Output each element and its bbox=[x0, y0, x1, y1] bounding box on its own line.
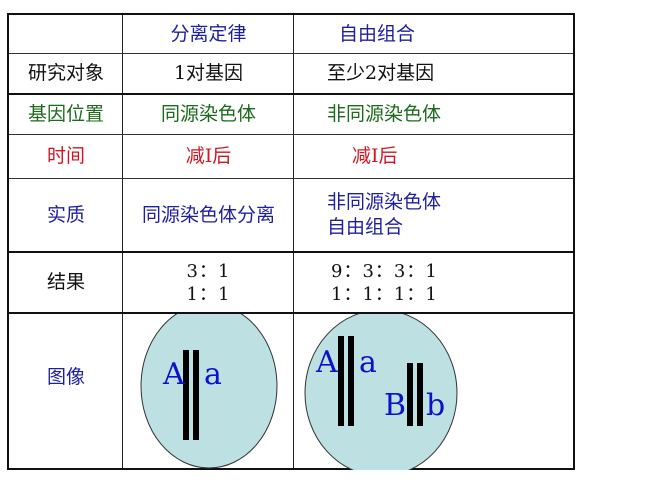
result-ratio-1: 3：1 bbox=[186, 260, 231, 282]
result-ratio-2: 1：1 bbox=[186, 283, 231, 305]
chromosome-bar bbox=[193, 350, 199, 440]
allele-A-label: A bbox=[315, 345, 338, 380]
allele-A-label: A bbox=[162, 357, 185, 392]
cell-result-assortment: 9：3：3：1 1：1：1：1 bbox=[294, 253, 575, 312]
result-ratio-2: 1：1：1：1 bbox=[331, 283, 438, 305]
row-divider bbox=[9, 93, 573, 95]
column-divider bbox=[122, 15, 123, 468]
chromosome-bar bbox=[417, 363, 423, 426]
row-label-essence: 实质 bbox=[46, 203, 85, 226]
row-divider bbox=[9, 134, 573, 135]
row-divider bbox=[9, 53, 573, 54]
row-divider bbox=[9, 178, 573, 179]
row-divider bbox=[9, 312, 573, 314]
cell-gene-location-assortment: 非同源染色体 bbox=[327, 103, 442, 125]
cell-diagram-one-pair: A a bbox=[140, 314, 278, 469]
result-ratio-1: 9：3：3：1 bbox=[331, 260, 438, 282]
row-label-result: 结果 bbox=[46, 271, 85, 293]
row-divider bbox=[9, 251, 573, 253]
cell-research-object-assortment: 至少2对基因 bbox=[327, 62, 435, 84]
essence-line-1: 非同源染色体 bbox=[327, 191, 442, 213]
chromosome-bar bbox=[183, 350, 189, 440]
cell-gene-location-segregation: 同源染色体 bbox=[160, 103, 256, 125]
cell-diagram-two-pairs: A a B b bbox=[304, 314, 458, 470]
row-label-image: 图像 bbox=[46, 365, 85, 388]
cell-result-segregation: 3：1 1：1 bbox=[123, 253, 294, 312]
row-label-gene-location: 基因位置 bbox=[27, 103, 104, 125]
header-empty-cell bbox=[9, 15, 123, 53]
row-label-time: 时间 bbox=[46, 145, 85, 167]
cell-ellipse bbox=[140, 314, 278, 469]
allele-b-label: b bbox=[426, 388, 445, 423]
comparison-table: 分离定律 自由组合 研究对象 1对基因 至少2对基因 基因位置 同源染色体 非同… bbox=[7, 13, 575, 470]
allele-B-label: B bbox=[384, 388, 406, 423]
chromosome-bar bbox=[348, 336, 354, 426]
cell-time-segregation: 减Ⅰ后 bbox=[185, 145, 232, 167]
cell-time-assortment: 减Ⅰ后 bbox=[352, 145, 398, 167]
header-independent-assortment: 自由组合 bbox=[339, 22, 416, 45]
cell-research-object-segregation: 1对基因 bbox=[173, 62, 244, 84]
cell-essence-segregation: 同源染色体分离 bbox=[141, 203, 275, 226]
chromosome-bar bbox=[407, 363, 413, 426]
essence-line-2: 自由组合 bbox=[327, 216, 404, 238]
allele-a-label: a bbox=[204, 357, 222, 392]
column-divider bbox=[293, 15, 294, 468]
chromosome-bar bbox=[338, 336, 344, 426]
cell-essence-assortment: 非同源染色体 自由组合 bbox=[294, 179, 575, 251]
row-label-research-object: 研究对象 bbox=[27, 62, 104, 84]
header-segregation-law: 分离定律 bbox=[170, 22, 247, 45]
allele-a-label: a bbox=[359, 345, 377, 380]
